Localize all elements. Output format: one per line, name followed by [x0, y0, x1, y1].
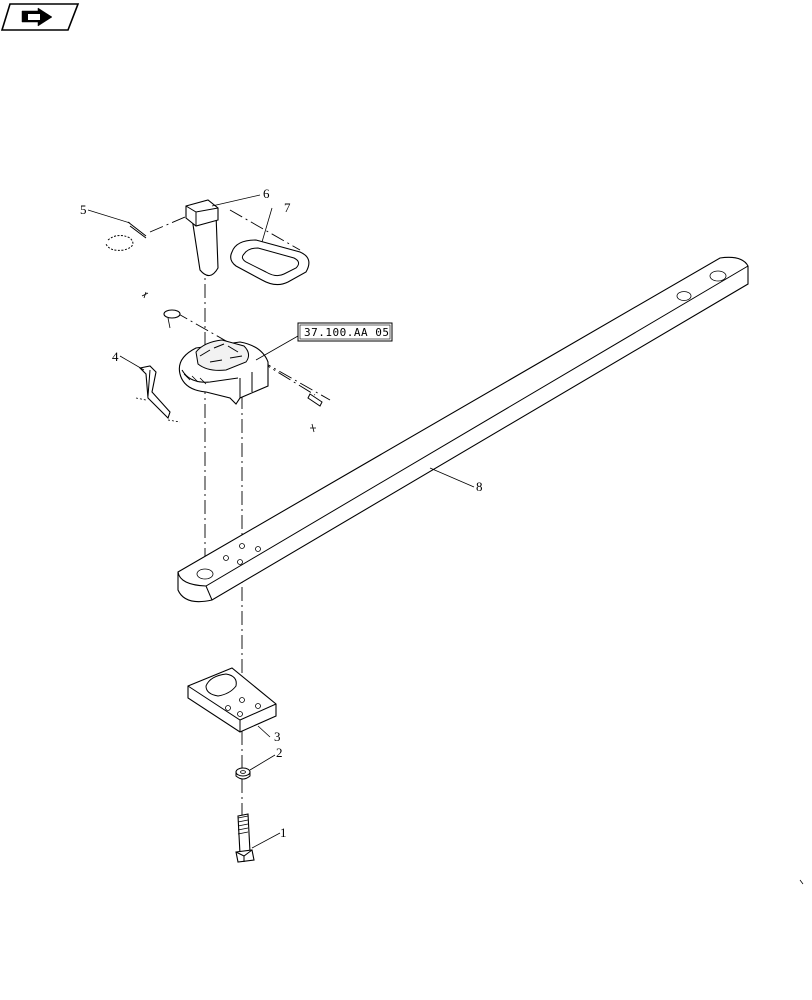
- page-navigation-icon[interactable]: [0, 3, 80, 31]
- callout-1: 1: [280, 825, 287, 840]
- stray-mark: [799, 879, 804, 885]
- hitch-pin: [185, 199, 219, 277]
- small-fasteners: [141, 291, 323, 433]
- latch-handle: [135, 365, 181, 423]
- callout-4: 4: [112, 349, 119, 364]
- leader-lines: [87, 194, 475, 849]
- callout-8: 8: [476, 479, 483, 494]
- callout-6: 6: [263, 186, 270, 201]
- support-plate: [187, 667, 277, 733]
- callout-2: 2: [276, 745, 283, 760]
- callout-5: 5: [80, 202, 87, 217]
- drawbar: [177, 256, 749, 603]
- reference-label: 37.100.AA 05: [304, 326, 389, 339]
- retainer-loop: [230, 239, 310, 286]
- hitch-latch-assembly: [178, 339, 269, 405]
- washer: [235, 767, 251, 780]
- callout-3: 3: [274, 729, 281, 744]
- callout-labels: 5 6 7 4 8 3 2 1: [80, 186, 483, 840]
- hex-bolt: [235, 813, 255, 863]
- spring-clip-pin: [105, 221, 147, 251]
- callout-7: 7: [284, 200, 291, 215]
- reference-link[interactable]: 37.100.AA 05: [297, 322, 393, 342]
